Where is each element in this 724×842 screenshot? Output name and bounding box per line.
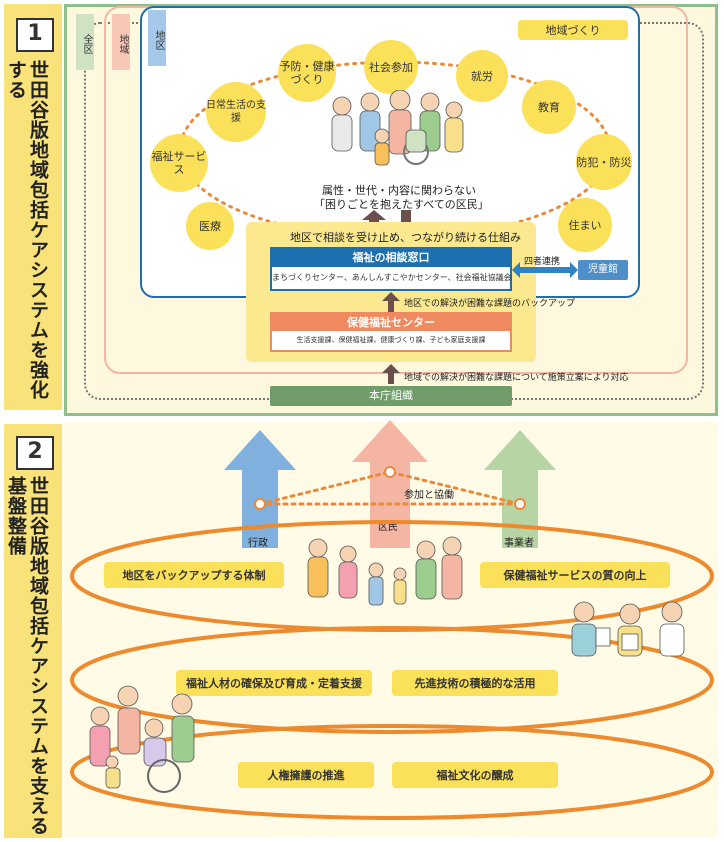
arrow-label-jigyosha: 事業者 xyxy=(504,538,534,549)
tag-zenku: 全区 xyxy=(76,14,94,70)
residents-caption-line1: 属性・世代・内容に関わらない xyxy=(322,184,476,197)
arrow-label-gyosei: 行政 xyxy=(248,538,268,549)
residents-illustration xyxy=(331,90,464,166)
section1-title: 世田谷版地域包括ケアシステムを強化する xyxy=(5,60,49,400)
ring3-item-human-rights: 人権擁護の推進 xyxy=(238,762,374,788)
circle-item-housing: 住まい xyxy=(558,198,612,252)
backup-arrow xyxy=(382,292,400,312)
circle-item-education: 教育 xyxy=(522,80,576,134)
chiiki-dukuri-label: 地域づくり xyxy=(518,20,628,40)
caregiving-illustration xyxy=(89,685,195,793)
mechanism-title: 地区で相談を受け止め、つながり続ける仕組み xyxy=(290,231,521,244)
section2-number: 2 xyxy=(16,436,54,470)
policy-arrow xyxy=(382,364,400,384)
ring1-item-service-quality: 保健福祉サービスの質の向上 xyxy=(480,562,670,588)
circle-item-prevention: 予防・健康づくり xyxy=(278,44,336,102)
yonsha-arrow xyxy=(512,262,578,278)
arrow-label-kumin: 区民 xyxy=(378,522,398,533)
health-welfare-center: 保健福祉センター 生活支援課、保健福祉課、健康づくり課、子ども家庭支援課 xyxy=(270,312,512,352)
ring1-item-backup-system: 地区をバックアップする体制 xyxy=(104,562,284,588)
section2-title: 世田谷版地域包括ケアシステムを支える基盤整備 xyxy=(5,476,49,836)
consultation-members: まちづくりセンター、あんしんすこやかセンター、社会福祉協議会 xyxy=(272,273,512,282)
circle-item-medical: 医療 xyxy=(186,202,234,250)
participation-label: 参加と協働 xyxy=(404,490,454,501)
section1-sidebar: 1 世田谷版地域包括ケアシステムを強化する xyxy=(4,4,62,410)
ring2-item-welfare-personnel: 福祉人材の確保及び育成・定着支援 xyxy=(176,670,372,696)
section2-sidebar: 2 世田谷版地域包括ケアシステムを支える基盤整備 xyxy=(4,424,62,838)
health-center-members: 生活支援課、保健福祉課、健康づくり課、子ども家庭支援課 xyxy=(296,336,486,344)
ring2-item-advanced-technology: 先進技術の積極的な活用 xyxy=(392,670,558,696)
tag-chiiki: 地域 xyxy=(112,14,130,70)
family-illustration xyxy=(307,536,463,606)
ring3-item-welfare-culture: 福祉文化の醸成 xyxy=(392,762,558,788)
section1-number: 1 xyxy=(16,18,54,52)
circle-item-daily-living-support: 日常生活の支援 xyxy=(206,82,266,142)
jidoukan-box: 児童館 xyxy=(578,260,628,280)
circle-item-crime-disaster-prevention: 防犯・防災 xyxy=(576,134,632,190)
health-center-title: 保健福祉センター xyxy=(272,314,510,331)
circle-item-welfare-services: 福祉サービス xyxy=(150,134,208,192)
residents-caption-line2: 「困りごとを抱えたすべての区民」 xyxy=(314,198,489,211)
tag-chiku: 地区 xyxy=(148,10,166,66)
main-office: 本庁組織 xyxy=(270,386,512,406)
consultation-title: 福祉の相談窓口 xyxy=(272,249,510,267)
backup-caption: 地区での解決が困難な課題のバックアップ xyxy=(404,299,576,309)
circle-item-social-participation: 社会参加 xyxy=(364,40,418,94)
workers-illustration xyxy=(571,601,685,657)
policy-caption: 地域での解決が困難な課題について施策立案により対応 xyxy=(404,373,629,383)
consultation-window: 福祉の相談窓口 まちづくりセンター、あんしんすこやかセンター、社会福祉協議会 xyxy=(270,247,512,291)
circle-item-employment: 就労 xyxy=(456,50,508,102)
yonsha-label: 四者連携 xyxy=(524,257,561,267)
